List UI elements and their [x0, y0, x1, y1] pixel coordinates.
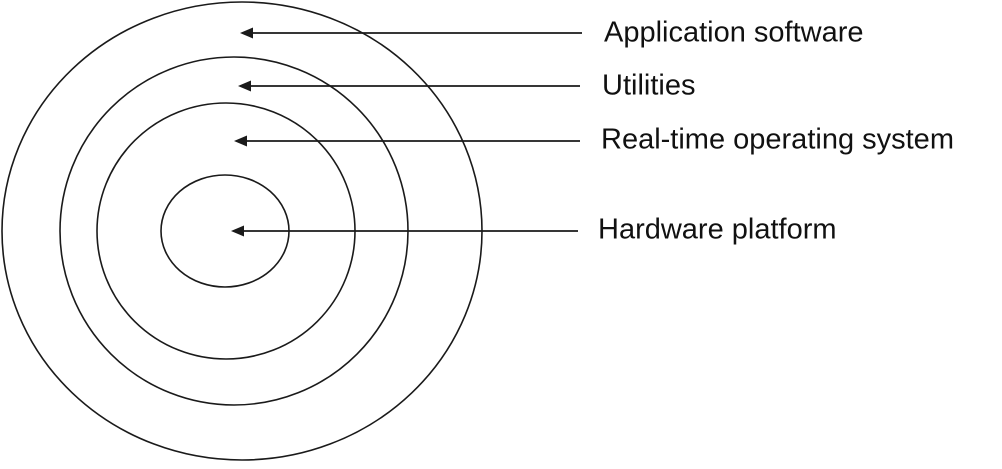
real-time-operating-system-arrowhead: [234, 135, 247, 147]
real-time-operating-system-label: Real-time operating system: [601, 124, 954, 156]
hardware-platform-arrowhead: [231, 225, 244, 237]
application-software-arrowhead: [240, 27, 253, 39]
real-time-operating-system-pointer: [234, 135, 580, 147]
utilities-arrowhead: [238, 80, 251, 92]
hardware-platform-pointer: [231, 225, 578, 237]
utilities-label: Utilities: [602, 70, 695, 102]
application-software-label: Application software: [604, 17, 864, 49]
application-software-pointer: [240, 27, 582, 39]
hardware-platform-label: Hardware platform: [598, 214, 837, 246]
utilities-pointer: [238, 80, 580, 92]
